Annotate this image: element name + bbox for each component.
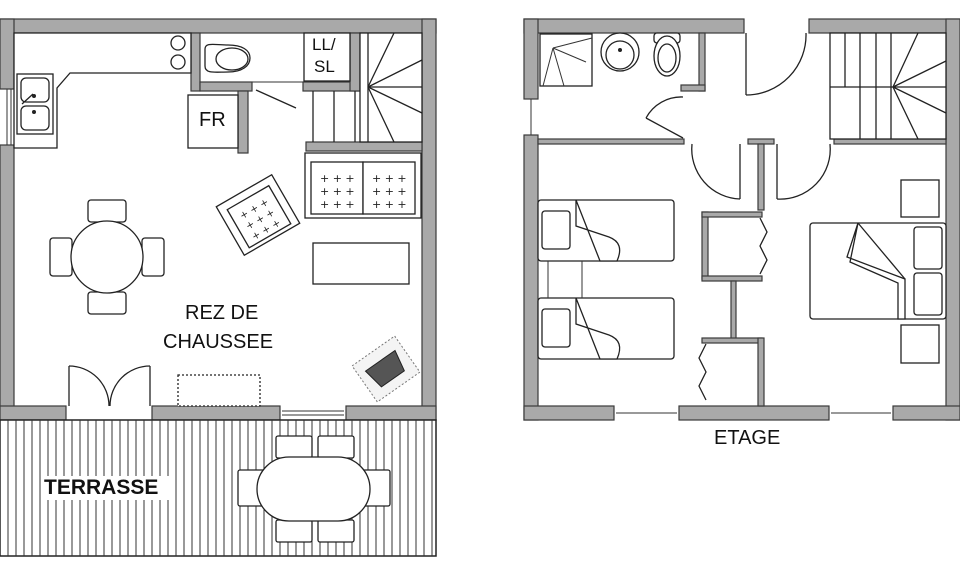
nightstand bbox=[900, 324, 940, 364]
svg-text:+ + +: + + + bbox=[320, 172, 355, 185]
svg-text:+ + +: + + + bbox=[320, 198, 355, 211]
nightstand bbox=[900, 179, 940, 218]
washer-label-line1: LL/ bbox=[312, 35, 336, 54]
fridge-wall bbox=[237, 90, 249, 154]
closet-upper bbox=[698, 211, 768, 407]
double-door[interactable] bbox=[68, 365, 151, 407]
washing-machine bbox=[303, 32, 351, 82]
single-bed bbox=[537, 199, 675, 262]
wc-wall-west bbox=[190, 32, 201, 92]
landing-door[interactable] bbox=[745, 32, 807, 96]
sofa: + + ++ + ++ + + + + ++ + ++ + + bbox=[304, 152, 422, 219]
fridge-label: FR bbox=[199, 109, 226, 131]
armchair: + + ++ + ++ + + bbox=[215, 173, 301, 257]
sideboard bbox=[177, 374, 261, 407]
coffee-table bbox=[312, 242, 410, 285]
stair-wall bbox=[349, 32, 361, 92]
ground-west-wall-top bbox=[0, 18, 15, 90]
bedroom-left-door[interactable] bbox=[691, 143, 741, 200]
ground-floor-plan: + + ++ + ++ + + + + ++ + ++ + + + + ++ +… bbox=[0, 18, 437, 557]
svg-text:+ + +: + + + bbox=[372, 198, 407, 211]
armchair-with-rug bbox=[351, 335, 421, 403]
staircase-upper bbox=[829, 32, 947, 140]
wash-basin bbox=[600, 32, 640, 72]
upper-floor-title: ETAGE bbox=[714, 427, 781, 449]
svg-text:+ + +: + + + bbox=[372, 172, 407, 185]
hob-burner bbox=[170, 35, 186, 51]
ground-south-wall-1 bbox=[0, 405, 67, 421]
single-bed bbox=[537, 297, 675, 360]
terrace bbox=[0, 419, 437, 557]
stair-landing-wall bbox=[305, 141, 423, 152]
ground-south-wall-2 bbox=[151, 405, 281, 421]
upper-floor-plan bbox=[523, 18, 960, 421]
shower bbox=[539, 33, 593, 87]
bedroom-right-door[interactable] bbox=[776, 143, 831, 200]
terrace-label: TERRASSE bbox=[44, 476, 159, 499]
double-bed bbox=[809, 222, 947, 320]
wc-door[interactable] bbox=[255, 89, 297, 109]
ground-north-wall bbox=[0, 18, 437, 34]
fridge bbox=[187, 94, 239, 149]
svg-text:+ + +: + + + bbox=[320, 185, 355, 198]
ground-west-wall-bottom bbox=[0, 144, 15, 421]
wc-wall-south bbox=[199, 81, 253, 92]
svg-text:+ + +: + + + bbox=[372, 185, 407, 198]
terrace-oval-table bbox=[256, 456, 371, 522]
bathroom-door[interactable] bbox=[645, 96, 684, 119]
ground-floor-title-line2: CHAUSSEE bbox=[163, 331, 274, 353]
staircase-ground bbox=[312, 32, 423, 143]
toilet-upper bbox=[653, 32, 681, 77]
ground-south-wall-3 bbox=[345, 405, 437, 421]
washer-label-line2: SL bbox=[314, 57, 335, 76]
ground-floor-title-line1: REZ DE bbox=[185, 302, 259, 324]
hob-burner bbox=[170, 54, 186, 70]
ground-east-wall bbox=[421, 18, 437, 421]
dining-table bbox=[49, 199, 165, 315]
kitchen-counter bbox=[13, 32, 192, 149]
